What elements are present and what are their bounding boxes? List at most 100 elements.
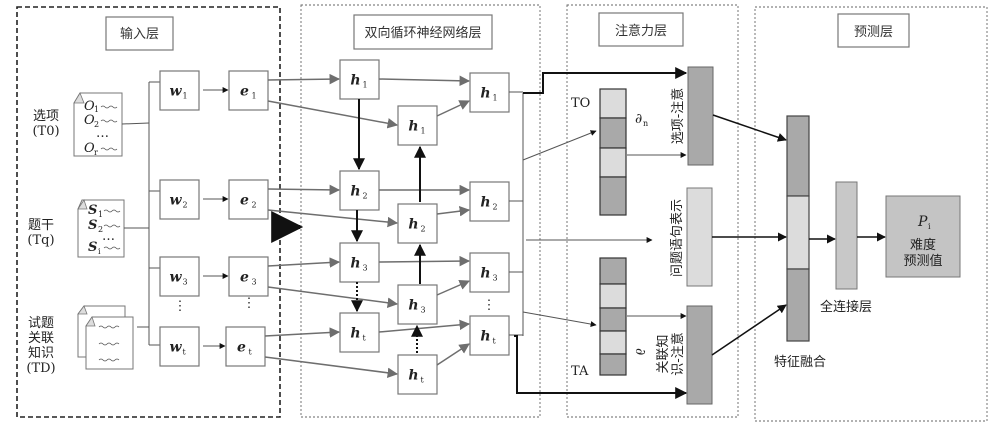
- input-label-knowledge: 试题 关联 知识 (TD): [26, 316, 55, 376]
- option-attention-vector: [599, 88, 627, 216]
- svg-text:S: S: [88, 203, 97, 218]
- question-representation-bar: [686, 187, 713, 287]
- svg-text:⋮: ⋮: [174, 299, 187, 314]
- svg-text:(T0): (T0): [32, 124, 59, 139]
- svg-text:…: …: [96, 126, 109, 141]
- knowledge-attention-label: 关联知 识-注意: [655, 332, 686, 375]
- alpha-j-label: ∂: [632, 348, 648, 355]
- svg-text:w: w: [169, 270, 182, 286]
- vertical-ellipsis-w: ⋮: [174, 299, 187, 314]
- svg-text:3: 3: [421, 306, 426, 315]
- svg-text:w: w: [169, 84, 182, 100]
- attention-cell: [599, 353, 627, 376]
- svg-text:t: t: [363, 334, 367, 343]
- svg-text:O: O: [84, 99, 95, 114]
- backward-to-output-arrow: [436, 343, 470, 366]
- svg-text:1: 1: [98, 210, 103, 219]
- svg-text:e: e: [237, 340, 246, 356]
- svg-text:e: e: [240, 84, 249, 100]
- feature-fusion-label: 特征融合: [774, 355, 826, 370]
- ta-label: TA: [571, 364, 589, 379]
- svg-text:预测值: 预测值: [903, 253, 942, 269]
- prediction-layer-title: 预测层: [837, 13, 910, 48]
- attention-cell: [599, 330, 627, 355]
- svg-text:P: P: [917, 214, 928, 230]
- birnn-layer-title-text: 双向循环神经网络层: [364, 25, 481, 41]
- difficulty-output-box: P i 难度 预测值: [885, 195, 961, 278]
- svg-text:试题: 试题: [28, 316, 54, 331]
- attention-layer-frame: [566, 4, 739, 418]
- svg-text:h: h: [350, 326, 360, 342]
- svg-text:2: 2: [363, 192, 368, 201]
- svg-text:2: 2: [252, 201, 257, 210]
- svg-text:h: h: [408, 217, 418, 233]
- attention-cell: [599, 88, 627, 119]
- svg-text:w: w: [169, 193, 182, 209]
- svg-text:1: 1: [363, 81, 368, 90]
- feature-fusion-vector: [786, 115, 810, 342]
- svg-text:i: i: [98, 247, 101, 256]
- input-bus: [121, 81, 160, 346]
- svg-text:i: i: [928, 222, 931, 231]
- attention-cell: [599, 176, 627, 216]
- svg-text:h: h: [408, 119, 418, 135]
- svg-text:(Tq): (Tq): [27, 233, 54, 248]
- svg-text:t: t: [183, 348, 187, 357]
- svg-text:⋮: ⋮: [483, 298, 496, 313]
- e-to-forward-arrow: [267, 184, 341, 196]
- svg-text:2: 2: [493, 203, 498, 212]
- svg-text:h: h: [408, 298, 418, 314]
- svg-text:O: O: [84, 141, 95, 156]
- option-attention-bar: [687, 66, 714, 166]
- attention-cell: [599, 283, 627, 309]
- svg-text:识-注意: 识-注意: [670, 332, 686, 375]
- attention-arrows: [514, 67, 688, 399]
- svg-text:1: 1: [421, 127, 426, 136]
- svg-text:3: 3: [183, 278, 188, 287]
- input-label-stem: 题干 (Tq): [27, 218, 54, 248]
- svg-text:n: n: [643, 119, 648, 128]
- forward-to-output-arrow: [378, 255, 471, 267]
- prediction-layer-title-text: 预测层: [854, 25, 893, 40]
- backward-to-output-arrow: [436, 205, 471, 217]
- e-to-forward-arrow: [267, 257, 341, 268]
- forward-to-output-arrow: [378, 319, 471, 333]
- svg-text:e: e: [240, 270, 249, 286]
- svg-text:t: t: [249, 348, 253, 357]
- svg-text:h: h: [480, 266, 490, 282]
- svg-text:h: h: [408, 368, 418, 384]
- backward-to-output-arrow: [436, 100, 470, 117]
- svg-text:…: …: [102, 229, 115, 244]
- question-representation-label: 问题语句表示: [670, 199, 685, 277]
- svg-text:h: h: [350, 256, 360, 272]
- alpha-n-label: ∂n: [635, 111, 648, 128]
- knowledge-attention-vector: [599, 257, 627, 376]
- attention-cell: [599, 117, 627, 149]
- svg-text:3: 3: [252, 278, 257, 287]
- svg-text:(TD): (TD): [26, 361, 55, 376]
- backward-to-output-arrow: [436, 279, 470, 296]
- svg-text:知识: 知识: [28, 345, 54, 361]
- svg-text:e: e: [240, 193, 249, 209]
- svg-text:关联: 关联: [28, 331, 54, 346]
- svg-text:h: h: [480, 329, 490, 345]
- birnn-layer-title: 双向循环神经网络层: [353, 14, 493, 50]
- fully-connected-bar: [835, 181, 858, 290]
- knowledge-documents-icon: [77, 305, 134, 370]
- svg-text:1: 1: [252, 92, 257, 101]
- e-to-forward-arrow: [267, 73, 341, 85]
- svg-text:选项: 选项: [33, 109, 59, 124]
- svg-text:∂: ∂: [635, 111, 642, 127]
- vertical-ellipsis-output: ⋮: [483, 298, 496, 313]
